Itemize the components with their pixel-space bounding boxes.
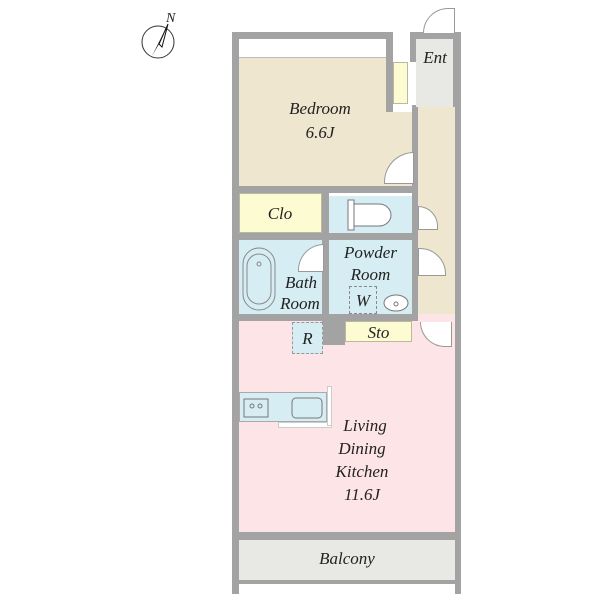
bedroom-size: 6.6J xyxy=(305,123,335,142)
wall xyxy=(232,32,392,39)
bedroom xyxy=(239,58,386,186)
entrance-label: Ent xyxy=(423,48,447,67)
shoe-cabinet xyxy=(393,62,408,104)
wall xyxy=(322,321,345,345)
refrigerator-label: R xyxy=(302,329,313,348)
wall xyxy=(232,32,239,594)
entrance: Ent xyxy=(416,39,453,107)
ldk-label-3: Kitchen xyxy=(335,462,389,481)
refrigerator-space: R xyxy=(292,322,323,354)
ldk-size: 11.6J xyxy=(343,485,381,504)
bath-label-2: Room xyxy=(280,294,320,313)
bedroom-label: Bedroom xyxy=(289,99,351,118)
wall xyxy=(322,314,418,321)
bath-label-1: Bath xyxy=(284,273,318,292)
wall xyxy=(386,32,393,112)
washer-space: W xyxy=(349,286,377,314)
storage: Sto xyxy=(345,321,412,342)
stove-and-sink-icon xyxy=(243,397,323,419)
wall xyxy=(455,100,461,594)
toilet-icon xyxy=(347,199,392,231)
north-arrow-icon xyxy=(141,23,175,59)
wall xyxy=(322,186,329,346)
counter-partition xyxy=(327,386,332,426)
washer-label: W xyxy=(355,291,371,310)
wall xyxy=(232,580,461,584)
ldk-corner xyxy=(418,314,455,324)
toilet-room xyxy=(329,196,412,233)
living-dining-kitchen xyxy=(239,321,455,532)
wall xyxy=(232,532,461,540)
entrance-door[interactable] xyxy=(423,8,455,33)
wall xyxy=(410,32,416,62)
closet: Clo xyxy=(239,193,322,233)
ldk-label-2: Dining xyxy=(338,439,386,458)
compass: N xyxy=(138,8,188,63)
balcony-label: Balcony xyxy=(319,549,375,568)
powder-label-1: Powder xyxy=(344,243,397,262)
ldk-label-1: Living xyxy=(343,416,387,435)
window xyxy=(239,39,386,58)
storage-label: Sto xyxy=(367,323,390,342)
closet-label: Clo xyxy=(267,204,293,223)
kitchen-counter xyxy=(239,392,327,422)
balcony: Balcony xyxy=(239,540,455,580)
bathtub-icon xyxy=(242,247,276,311)
sink-icon xyxy=(383,294,409,312)
wall xyxy=(410,32,461,39)
powder-room: Powder Room W xyxy=(329,240,412,314)
compass-label: N xyxy=(166,11,176,26)
powder-label-2: Room xyxy=(350,265,391,284)
wall xyxy=(453,32,461,112)
wall xyxy=(412,105,418,345)
